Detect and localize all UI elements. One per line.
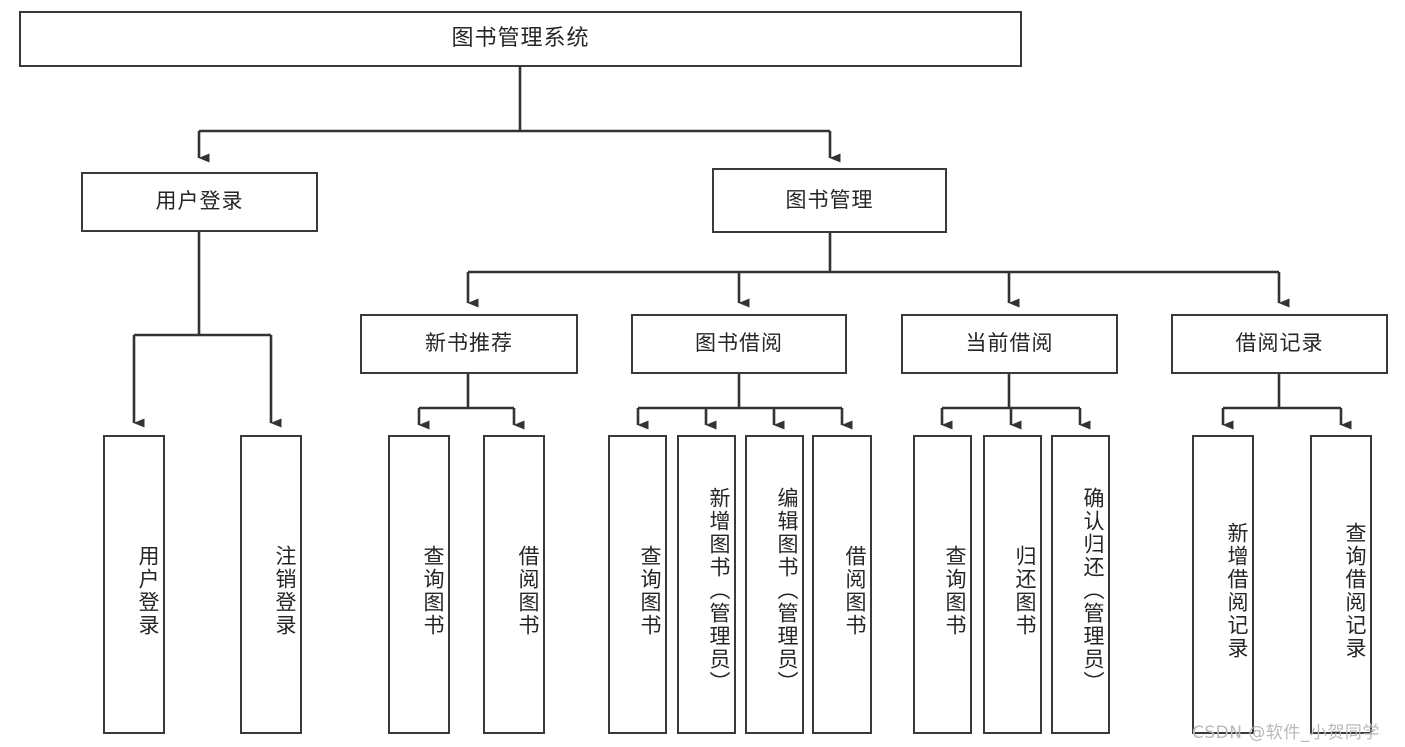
leaf-user-logout-label: 注销登录 (273, 544, 297, 637)
leaf-record-search-label: 查询借阅记录 (1343, 521, 1367, 660)
leaf-user-login-label: 用户登录 (136, 544, 160, 637)
leaf-record-search[interactable]: 查询借阅记录 (1310, 435, 1372, 734)
node-borrow-record-label: 借阅记录 (1235, 331, 1324, 356)
leaf-cur-confirm-return[interactable]: 确认归还（管理员） (1051, 435, 1110, 734)
leaf-borrow-borrow-book[interactable]: 借阅图书 (812, 435, 872, 734)
leaf-user-login[interactable]: 用户登录 (103, 435, 165, 734)
leaf-cur-confirm-return-label: 确认归还（管理员） (1081, 487, 1105, 694)
node-book-borrow[interactable]: 图书借阅 (631, 314, 847, 374)
node-borrow-record[interactable]: 借阅记录 (1171, 314, 1388, 374)
leaf-user-logout[interactable]: 注销登录 (240, 435, 302, 734)
node-root-system-label: 图书管理系统 (451, 25, 590, 51)
leaf-rec-query-book[interactable]: 查询图书 (388, 435, 450, 734)
node-book-manage[interactable]: 图书管理 (712, 168, 947, 233)
leaf-borrow-borrow-book-label: 借阅图书 (843, 544, 867, 637)
leaf-cur-return-book[interactable]: 归还图书 (983, 435, 1042, 734)
leaf-borrow-add-book[interactable]: 新增图书（管理员） (677, 435, 736, 734)
leaf-borrow-query-book-label: 查询图书 (638, 544, 662, 637)
node-current-borrow[interactable]: 当前借阅 (901, 314, 1118, 374)
leaf-borrow-query-book[interactable]: 查询图书 (608, 435, 667, 734)
leaf-rec-query-book-label: 查询图书 (421, 544, 445, 637)
leaf-borrow-edit-book-label: 编辑图书（管理员） (775, 487, 799, 694)
node-user-login-label: 用户登录 (155, 189, 244, 214)
node-book-borrow-label: 图书借阅 (695, 331, 783, 356)
leaf-rec-borrow-book-label: 借阅图书 (516, 544, 540, 637)
leaf-cur-query-book[interactable]: 查询图书 (913, 435, 972, 734)
leaf-cur-return-book-label: 归还图书 (1013, 544, 1037, 637)
leaf-record-add[interactable]: 新增借阅记录 (1192, 435, 1254, 734)
node-book-manage-label: 图书管理 (785, 187, 874, 212)
leaf-rec-borrow-book[interactable]: 借阅图书 (483, 435, 545, 734)
node-root-system[interactable]: 图书管理系统 (19, 11, 1022, 67)
leaf-borrow-add-book-label: 新增图书（管理员） (707, 487, 731, 694)
leaf-borrow-edit-book[interactable]: 编辑图书（管理员） (745, 435, 804, 734)
leaf-record-add-label: 新增借阅记录 (1225, 521, 1249, 660)
node-current-borrow-label: 当前借阅 (965, 331, 1054, 356)
node-new-book-rec-label: 新书推荐 (425, 331, 513, 356)
node-new-book-rec[interactable]: 新书推荐 (360, 314, 578, 374)
leaf-cur-query-book-label: 查询图书 (943, 544, 967, 637)
node-user-login[interactable]: 用户登录 (81, 172, 318, 232)
